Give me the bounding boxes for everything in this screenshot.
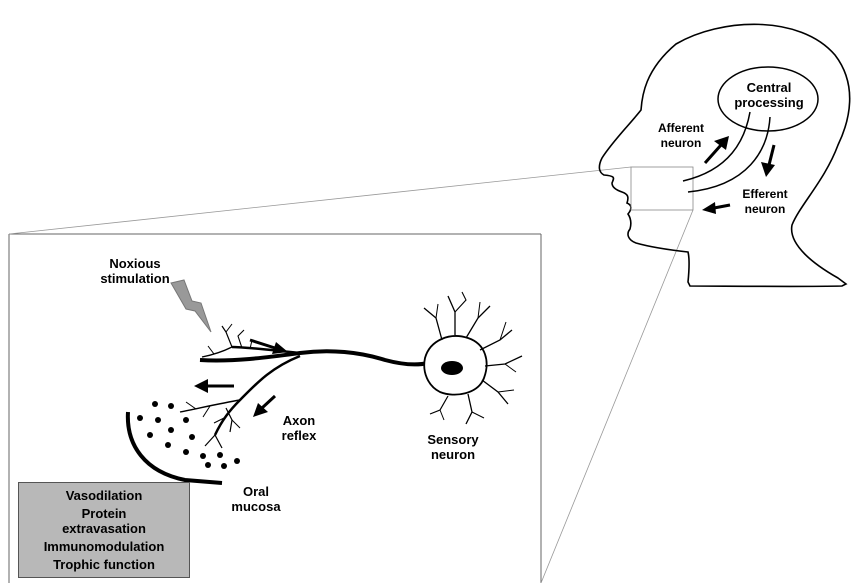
sensory-neuron bbox=[180, 292, 522, 448]
effect-vasodilation: Vasodilation bbox=[19, 488, 189, 503]
oral-mucosa-line bbox=[128, 412, 222, 483]
effect-protein: Protein bbox=[19, 506, 189, 521]
effects-box: Vasodilation Protein extravasation Immun… bbox=[18, 482, 190, 578]
neuropeptide-dots bbox=[137, 401, 240, 469]
lightning-bolt-icon bbox=[171, 280, 211, 332]
zoom-region bbox=[631, 167, 693, 210]
effect-trophic-function: Trophic function bbox=[19, 557, 189, 572]
effect-extravasation: extravasation bbox=[19, 521, 189, 536]
head-outline bbox=[599, 24, 849, 286]
inset-arrows bbox=[194, 340, 288, 417]
effect-immunomodulation: Immunomodulation bbox=[19, 539, 189, 554]
